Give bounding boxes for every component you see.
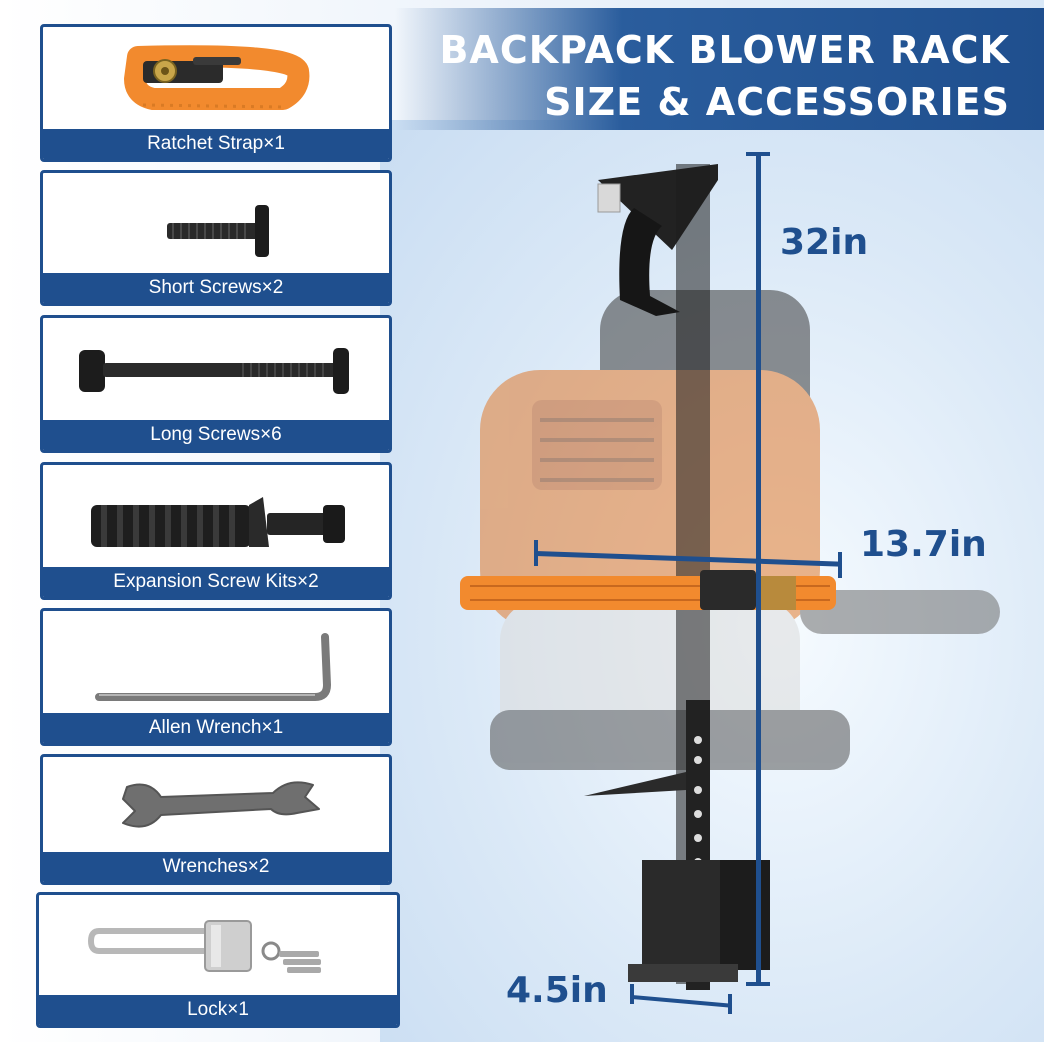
long-screw-icon [79,348,349,394]
orange-strap [460,570,836,610]
title-line-2: SIZE & ACCESSORIES [544,80,1010,124]
expansion-screw-icon [91,497,345,547]
title-line-1: BACKPACK BLOWER RACK [439,28,1010,72]
accessory-label: Allen Wrench×1 [43,713,389,743]
padlock-icon [87,920,321,973]
accessory-card-ratchet-strap: Ratchet Strap×1 [40,24,392,162]
width-dimension-cap-right [838,552,842,578]
accessory-label: Expansion Screw Kits×2 [43,567,389,597]
accessory-label: Wrenches×2 [43,852,389,882]
accessory-label: Short Screws×2 [43,273,389,303]
height-dimension-cap-top [746,152,770,156]
height-dimension-line [756,152,761,986]
accessory-card-long-screws: Long Screws×6 [40,315,392,453]
short-screw-icon [167,205,269,257]
blower-rack-illustration [460,164,1000,990]
accessory-card-lock: Lock×1 [36,892,400,1028]
ratchet-strap-icon [124,45,310,110]
allen-wrench-icon [95,633,331,701]
accessory-label: Long Screws×6 [43,420,389,450]
accessory-card-short-screws: Short Screws×2 [40,170,392,306]
height-dimension-label: 32in [780,222,869,263]
accessory-label: Ratchet Strap×1 [43,129,389,159]
height-dimension-cap-bottom [746,982,770,986]
accessory-label: Lock×1 [39,995,397,1025]
base-dimension-cap-right [728,994,732,1014]
accessory-card-wrenches: Wrenches×2 [40,754,392,885]
accessory-card-allen-wrench: Allen Wrench×1 [40,608,392,746]
width-dimension-cap-left [534,540,538,566]
base-dimension-label: 4.5in [506,970,608,1011]
width-dimension-label: 13.7in [860,524,987,565]
accessory-card-expansion-screws: Expansion Screw Kits×2 [40,462,392,600]
wrench-icon [122,781,320,828]
title-banner: BACKPACK BLOWER RACK SIZE & ACCESSORIES [395,8,1044,130]
base-dimension-cap-left [630,984,634,1004]
